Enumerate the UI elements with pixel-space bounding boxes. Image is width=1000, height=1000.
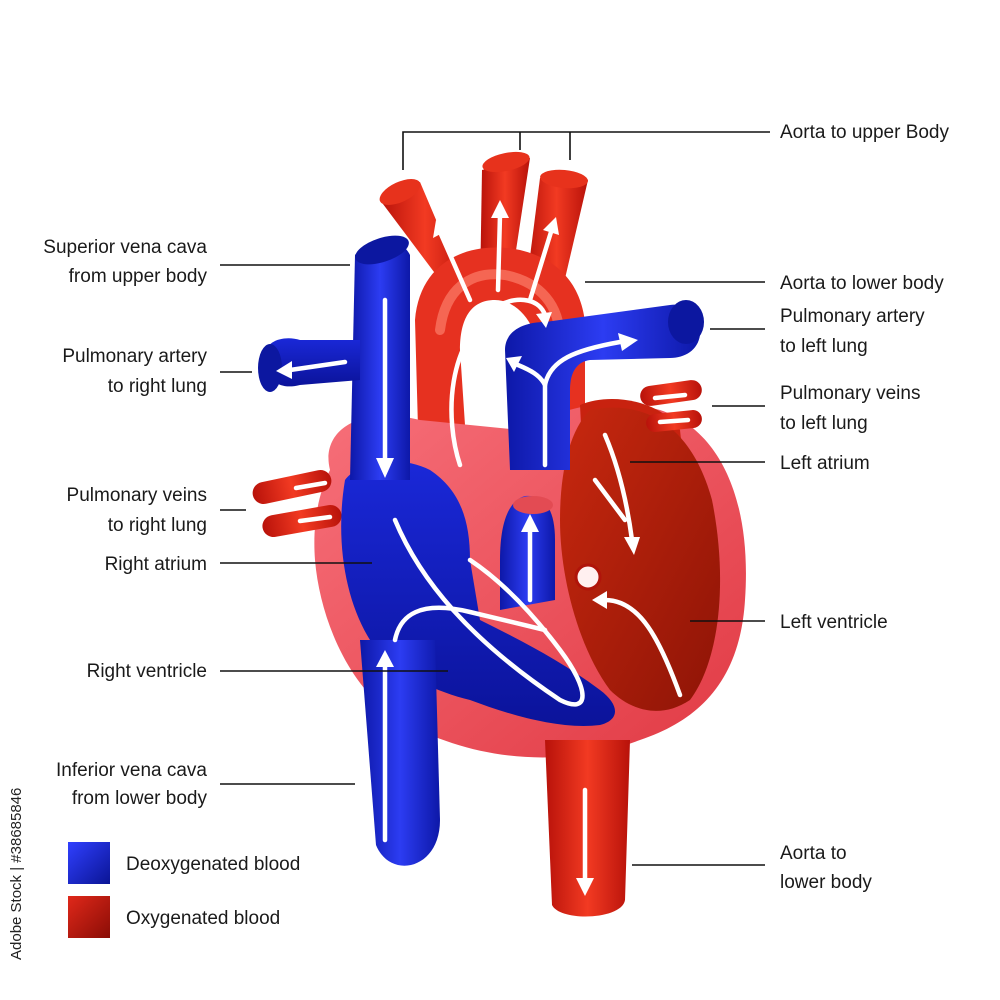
legend-swatch-oxygenated bbox=[68, 896, 110, 938]
pulmonary-outflow bbox=[500, 495, 555, 610]
leader-lines bbox=[220, 131, 770, 866]
leader-aorta-upper bbox=[402, 131, 770, 170]
legend-swatch-deoxygenated bbox=[68, 842, 110, 884]
label-svc-line2: from upper body bbox=[69, 266, 208, 287]
label-aorta-lower-top: Aorta to lower body bbox=[780, 273, 944, 294]
label-pa-left-line2: to left lung bbox=[780, 336, 868, 357]
label-pv-left-line1: Pulmonary veins bbox=[780, 383, 920, 404]
label-svc-line1: Superior vena cava bbox=[43, 237, 207, 258]
descending-aorta bbox=[545, 740, 630, 917]
label-pa-right-line2: to right lung bbox=[108, 376, 207, 397]
label-left-atrium: Left atrium bbox=[780, 453, 870, 474]
label-pa-right-line1: Pulmonary artery bbox=[62, 346, 207, 367]
labels: Aorta to upper Body Superior vena cava f… bbox=[43, 122, 949, 893]
label-left-ventricle: Left ventricle bbox=[780, 612, 888, 633]
legend-label-deoxygenated: Deoxygenated blood bbox=[126, 854, 300, 875]
label-pv-right-line1: Pulmonary veins bbox=[67, 485, 207, 506]
stock-watermark-text: Adobe Stock | #38685846 bbox=[8, 787, 25, 960]
label-pv-right-line2: to right lung bbox=[108, 515, 207, 536]
pulmonary-trunk bbox=[505, 304, 701, 470]
label-aorta-lower-bottom-line2: lower body bbox=[780, 872, 872, 893]
label-right-atrium: Right atrium bbox=[105, 554, 207, 575]
heart-illustration bbox=[252, 151, 746, 917]
label-pv-left-line2: to left lung bbox=[780, 413, 868, 434]
inferior-vena-cava bbox=[360, 640, 440, 866]
label-right-ventricle: Right ventricle bbox=[87, 661, 207, 682]
blood-flow-arrows bbox=[276, 200, 691, 896]
superior-vena-cava bbox=[350, 240, 410, 480]
label-aorta-lower-bottom-line1: Aorta to bbox=[780, 843, 847, 864]
stock-watermark: Adobe Stock | #38685846 bbox=[6, 760, 28, 960]
pulmonary-veins-left bbox=[640, 380, 702, 432]
label-aorta-upper: Aorta to upper Body bbox=[780, 122, 949, 143]
mitral-valve bbox=[574, 563, 602, 591]
label-ivc-line2: from lower body bbox=[72, 788, 208, 809]
label-ivc-line1: Inferior vena cava bbox=[56, 760, 207, 781]
label-pa-left-line1: Pulmonary artery bbox=[780, 306, 925, 327]
legend-label-oxygenated: Oxygenated blood bbox=[126, 908, 280, 929]
legend: Deoxygenated blood Oxygenated blood bbox=[68, 842, 300, 938]
